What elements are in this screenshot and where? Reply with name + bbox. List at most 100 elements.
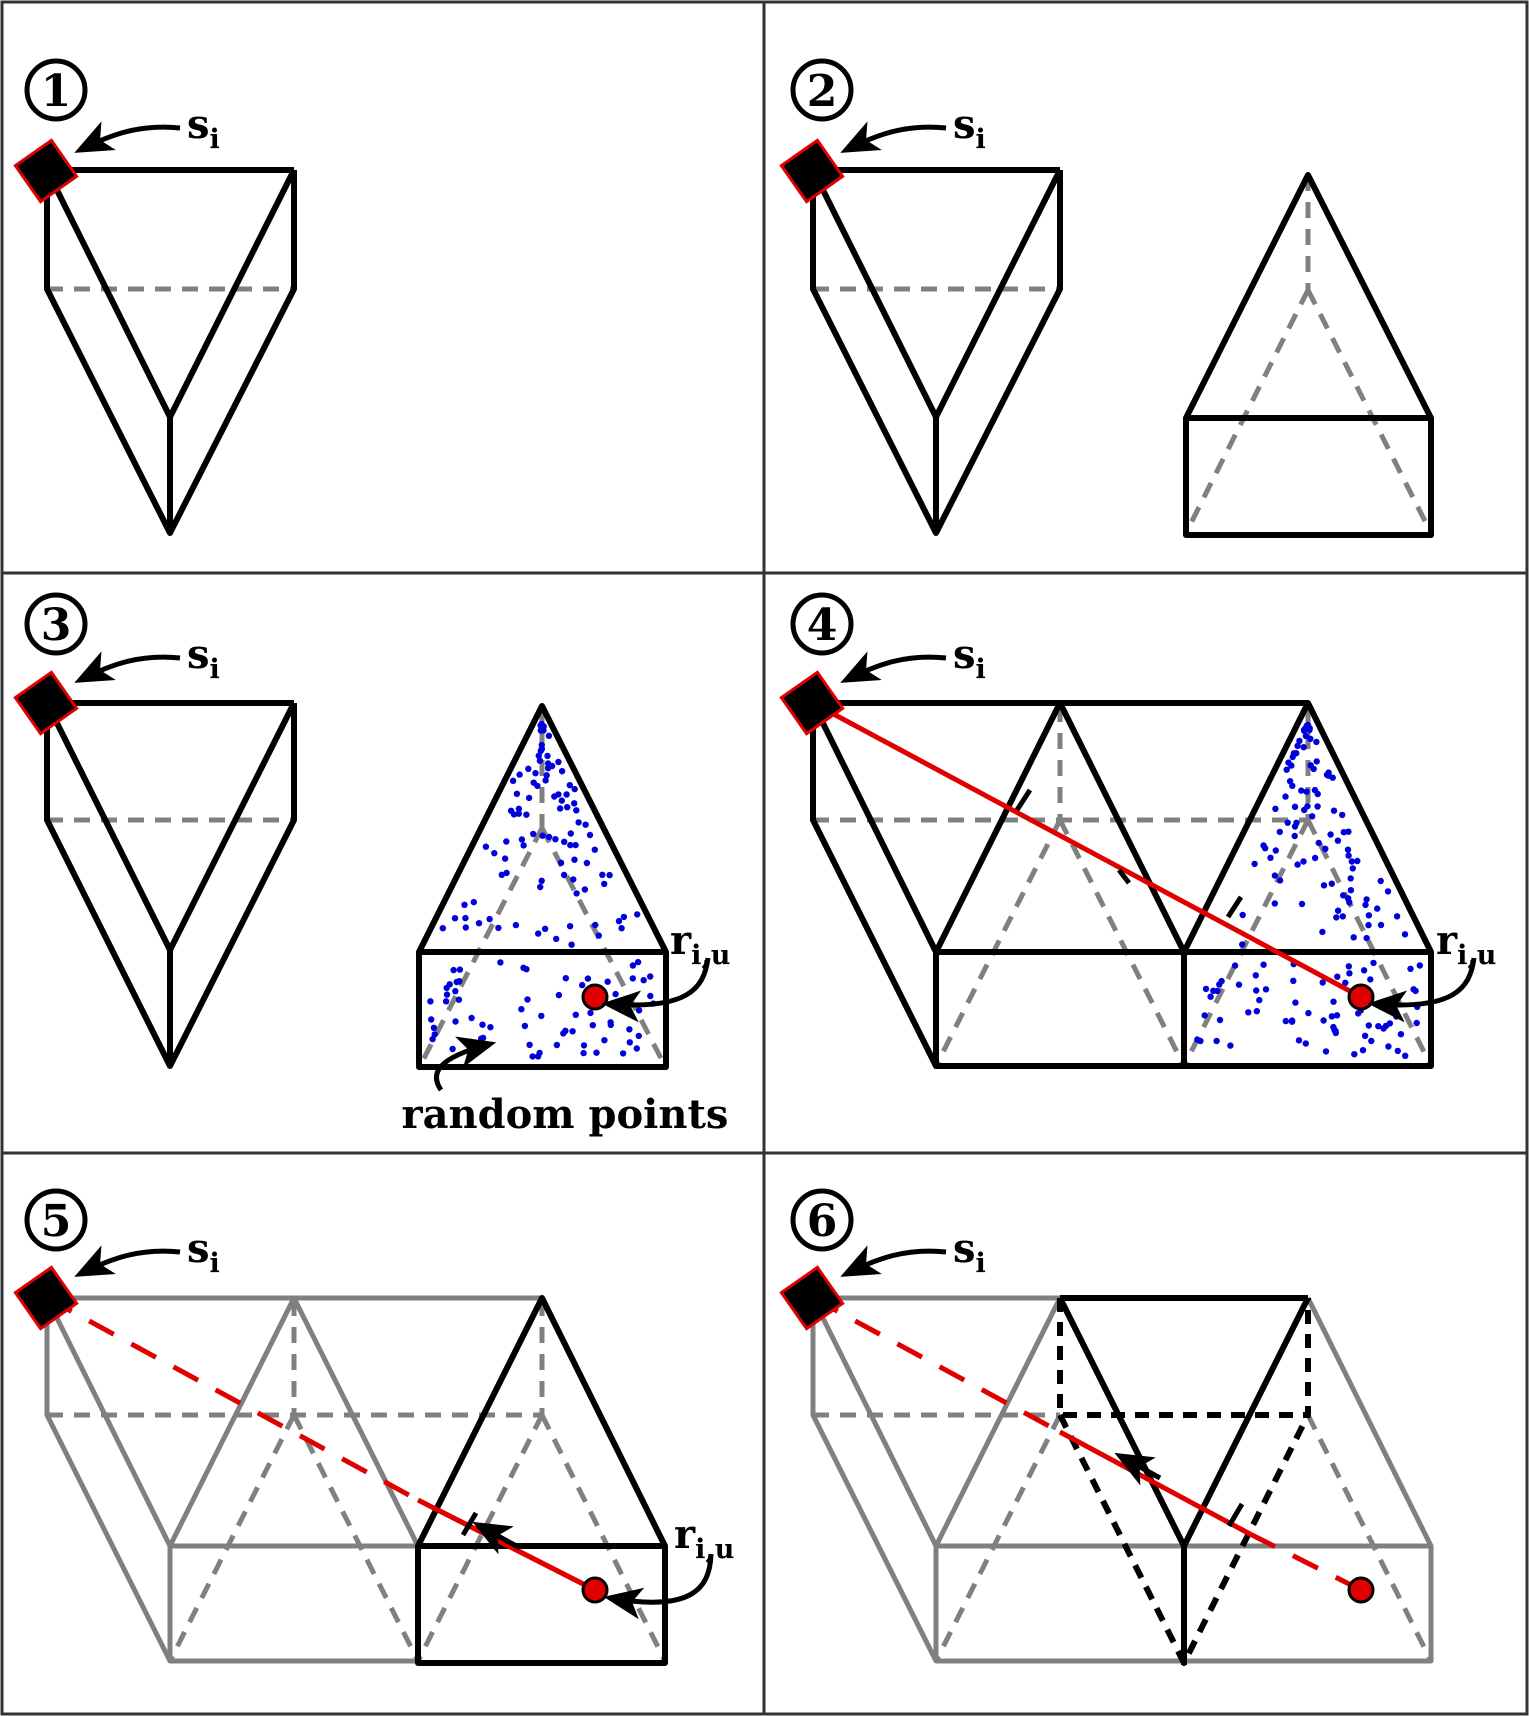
- intersection-ticks: [1226, 1502, 1245, 1528]
- source-subscript: i: [210, 654, 220, 685]
- random-point-dot-icon: [515, 810, 522, 817]
- random-point-dot-icon: [635, 1032, 642, 1040]
- faded-mesh: [44, 1295, 668, 1666]
- random-point-dot-icon: [640, 977, 647, 984]
- receiver-dot-icon: [1347, 983, 1375, 1011]
- random-point-dot-icon: [1407, 965, 1414, 972]
- random-point-dot-icon: [521, 1022, 529, 1030]
- random-point-dot-icon: [462, 924, 469, 931]
- random-point-dot-icon: [591, 846, 598, 853]
- random-point-dot-icon: [618, 925, 625, 932]
- random-point-dot-icon: [1319, 928, 1326, 936]
- panel-3: 3 si: [13, 592, 730, 1138]
- source-square-icon: [13, 670, 79, 736]
- random-point-dot-icon: [569, 1028, 576, 1035]
- random-point-dot-icon: [555, 758, 562, 766]
- source-square-icon: [13, 1265, 79, 1331]
- random-point-dot-icon: [1360, 967, 1368, 974]
- random-point-dot-icon: [1386, 1020, 1394, 1027]
- badge-6: 6: [790, 1188, 854, 1252]
- ray-line-dashed: [1248, 1531, 1363, 1593]
- random-point-dot-icon: [1251, 860, 1258, 868]
- random-point-dot-icon: [1201, 1012, 1208, 1019]
- random-point-dot-icon: [1362, 901, 1369, 909]
- random-point-dot-icon: [1239, 941, 1246, 948]
- random-point-dot-icon: [475, 920, 483, 927]
- random-point-dot-icon: [518, 1006, 525, 1013]
- random-point-dot-icon: [1346, 970, 1353, 977]
- badge-1: 1: [24, 58, 88, 122]
- random-point-dot-icon: [536, 1049, 543, 1057]
- random-point-dot-icon: [1319, 979, 1326, 986]
- random-point-dot-icon: [442, 998, 450, 1005]
- random-point-dot-icon: [513, 790, 521, 797]
- random-point-dot-icon: [567, 841, 574, 849]
- random-point-dot-icon: [579, 981, 586, 989]
- random-point-dot-icon: [1294, 742, 1301, 749]
- random-point-dot-icon: [1216, 1016, 1224, 1024]
- svg-text:si: si: [953, 1225, 986, 1279]
- random-point-dot-icon: [487, 1023, 494, 1031]
- ray-line-dashed: [811, 1295, 1062, 1435]
- random-point-dot-icon: [516, 771, 523, 778]
- random-point-dot-icon: [495, 924, 502, 932]
- ray-line: [811, 700, 1363, 1000]
- curved-arrow-icon: [603, 1553, 714, 1620]
- svg-text:si: si: [187, 101, 220, 155]
- random-point-dot-icon: [1328, 1013, 1336, 1020]
- curved-arrow-icon: [74, 651, 181, 683]
- random-point-dot-icon: [563, 791, 570, 798]
- random-point-dot-icon: [446, 981, 453, 988]
- intersection-ticks: [1014, 788, 1244, 919]
- source-square-icon: [13, 138, 79, 204]
- random-point-dot-icon: [503, 838, 510, 845]
- random-point-dot-icon: [1213, 1037, 1220, 1045]
- random-point-dot-icon: [530, 779, 537, 786]
- random-point-dot-icon: [538, 1012, 545, 1020]
- random-point-dot-icon: [1256, 996, 1263, 1004]
- badge-number: 2: [807, 66, 838, 117]
- curved-arrow-icon: [840, 121, 947, 153]
- random-point-dot-icon: [582, 821, 589, 828]
- random-point-dot-icon: [1385, 1043, 1392, 1050]
- random-point-dot-icon: [482, 843, 490, 850]
- random-point-dot-icon: [1262, 986, 1270, 993]
- random-point-dot-icon: [553, 1041, 561, 1049]
- random-point-dot-icon: [452, 1018, 459, 1025]
- random-point-dot-icon: [572, 841, 579, 849]
- random-point-dot-icon: [1322, 845, 1329, 852]
- random-point-dot-icon: [553, 935, 560, 943]
- svg-text:ri,u: ri,u: [670, 917, 730, 971]
- random-point-dot-icon: [586, 831, 594, 839]
- random-point-dot-icon: [1311, 854, 1319, 862]
- random-point-dot-icon: [560, 871, 568, 879]
- random-point-dot-icon: [584, 975, 592, 982]
- random-point-dot-icon: [1330, 807, 1338, 814]
- random-point-dot-icon: [544, 765, 552, 772]
- random-point-dot-icon: [1328, 880, 1336, 887]
- random-point-dot-icon: [451, 915, 459, 922]
- random-point-dot-icon: [583, 859, 591, 867]
- random-point-dot-icon: [1283, 766, 1290, 773]
- random-point-dot-icon: [538, 877, 545, 884]
- random-point-dot-icon: [1402, 1052, 1409, 1060]
- random-point-dot-icon: [567, 830, 574, 837]
- random-point-dot-icon: [552, 836, 559, 843]
- random-point-dot-icon: [1253, 987, 1260, 994]
- random-point-dot-icon: [558, 797, 565, 804]
- random-point-dot-icon: [1365, 1022, 1373, 1029]
- random-point-dot-icon: [1367, 976, 1374, 983]
- random-point-dot-icon: [515, 805, 523, 812]
- random-point-dot-icon: [1227, 1042, 1234, 1049]
- badge-number: 1: [41, 66, 72, 117]
- random-point-dot-icon: [479, 1021, 486, 1028]
- receiver-dot-icon: [1347, 1576, 1375, 1604]
- random-point-dot-icon: [1303, 724, 1310, 731]
- random-point-dot-icon: [526, 1041, 533, 1049]
- panel-5: 5: [13, 1188, 734, 1666]
- ray-line: [1058, 1429, 1252, 1537]
- receiver-subscript: i,u: [695, 1534, 734, 1565]
- random-point-dot-icon: [1284, 819, 1291, 826]
- random-point-dot-icon: [498, 871, 505, 878]
- source-subscript: i: [976, 1248, 986, 1279]
